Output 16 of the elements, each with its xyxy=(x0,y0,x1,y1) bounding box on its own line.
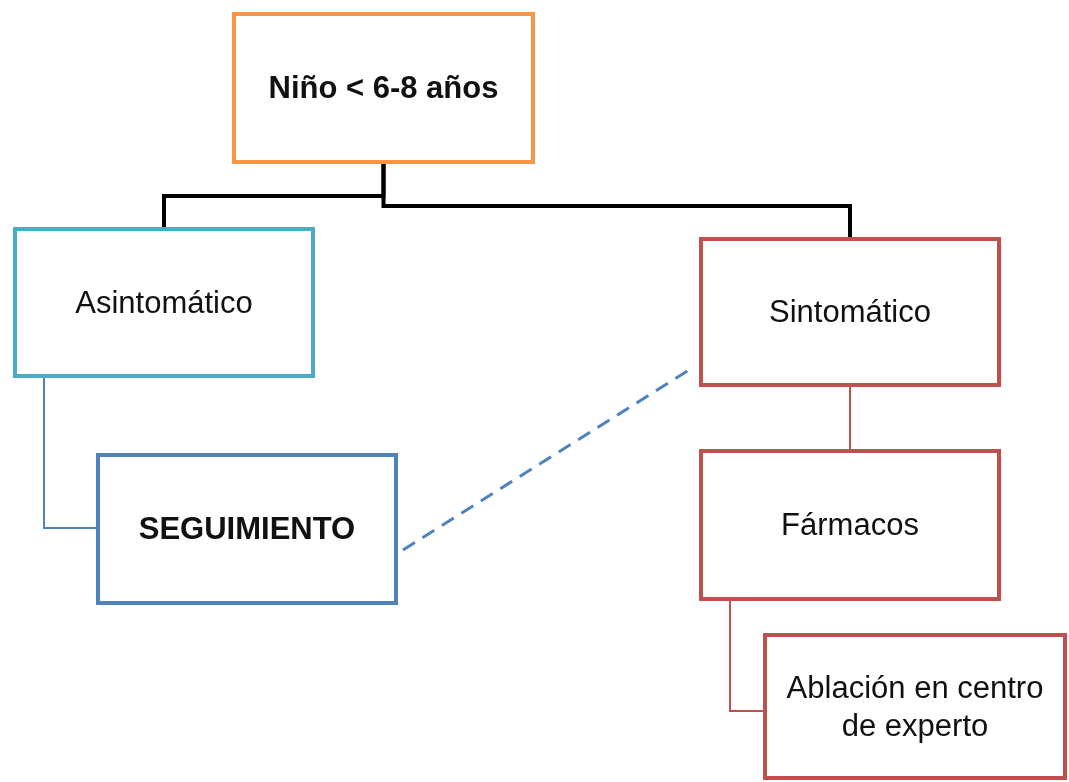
process-box xyxy=(699,237,1001,387)
process-box xyxy=(763,633,1067,780)
box-label: Fármacos xyxy=(781,506,919,544)
process-box xyxy=(232,12,535,164)
process-box xyxy=(699,449,1001,601)
box-label: SEGUIMIENTO xyxy=(138,510,356,548)
process-box xyxy=(96,453,398,605)
connector-line xyxy=(43,377,97,529)
box-label: Niño < 6-8 años xyxy=(268,69,499,107)
process-box xyxy=(13,227,315,378)
connector-line xyxy=(381,164,852,237)
box-label: Sintomático xyxy=(769,293,931,331)
box-label: Asintomático xyxy=(75,283,253,322)
connector-line xyxy=(729,600,764,712)
connector-line xyxy=(849,386,851,450)
box-label: Ablación en centro de experto xyxy=(785,669,1045,744)
